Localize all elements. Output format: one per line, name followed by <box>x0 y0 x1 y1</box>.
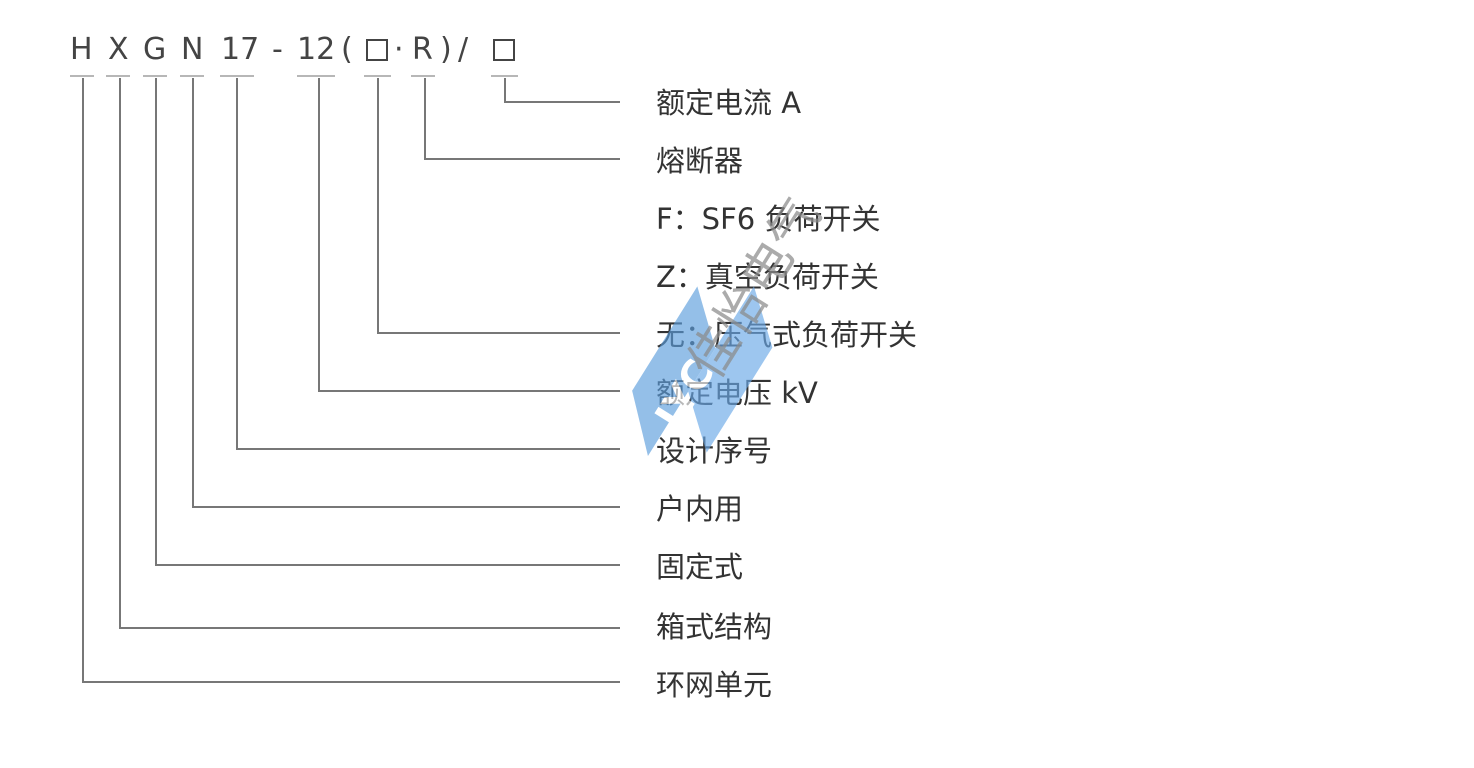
leader-indoor-use <box>192 78 620 508</box>
leader-rated-voltage <box>318 78 620 392</box>
meaning-design-serial: 设计序号 <box>656 434 773 468</box>
underline-h <box>70 75 94 77</box>
meaning-fixed-type: 固定式 <box>656 550 744 584</box>
code-letter-x: X <box>108 32 129 67</box>
meaning-rated-voltage: 额定电压 kV <box>656 376 818 410</box>
leader-design-serial <box>236 78 620 450</box>
underline-current-box <box>491 75 518 77</box>
underline-switch-box <box>364 75 391 77</box>
underline-r <box>411 75 435 77</box>
code-letter-r: R <box>412 32 433 67</box>
leader-fuse <box>424 78 620 160</box>
code-slash: / <box>458 32 469 67</box>
leader-box-structure <box>119 78 620 629</box>
code-dash: - <box>272 32 283 67</box>
underline-n <box>180 75 204 77</box>
code-current-box <box>493 39 515 61</box>
underline-design-number <box>220 75 254 77</box>
code-close-paren: ) <box>440 32 452 67</box>
code-dot: · <box>394 32 404 67</box>
meaning-indoor-use: 户内用 <box>656 492 744 526</box>
leader-fixed-type <box>155 78 620 566</box>
underline-x <box>106 75 130 77</box>
leader-switch-type <box>377 78 620 334</box>
code-letter-n: N <box>181 32 204 67</box>
meaning-sf6-switch: F：SF6 负荷开关 <box>656 202 881 236</box>
meaning-fuse: 熔断器 <box>656 144 744 178</box>
meaning-ring-main-unit: 环网单元 <box>656 668 773 702</box>
code-letter-g: G <box>143 32 167 67</box>
code-design-number: 17 <box>221 32 260 67</box>
leader-rated-current <box>504 78 620 103</box>
code-voltage: 12 <box>297 32 336 67</box>
code-switch-box <box>366 39 388 61</box>
code-open-paren: ( <box>341 32 353 67</box>
meaning-rated-current: 额定电流 A <box>656 86 802 120</box>
meaning-box-structure: 箱式结构 <box>656 610 773 644</box>
underline-g <box>143 75 167 77</box>
underline-voltage <box>297 75 335 77</box>
leader-ring-main-unit <box>82 78 620 683</box>
code-letter-h: H <box>70 32 93 67</box>
